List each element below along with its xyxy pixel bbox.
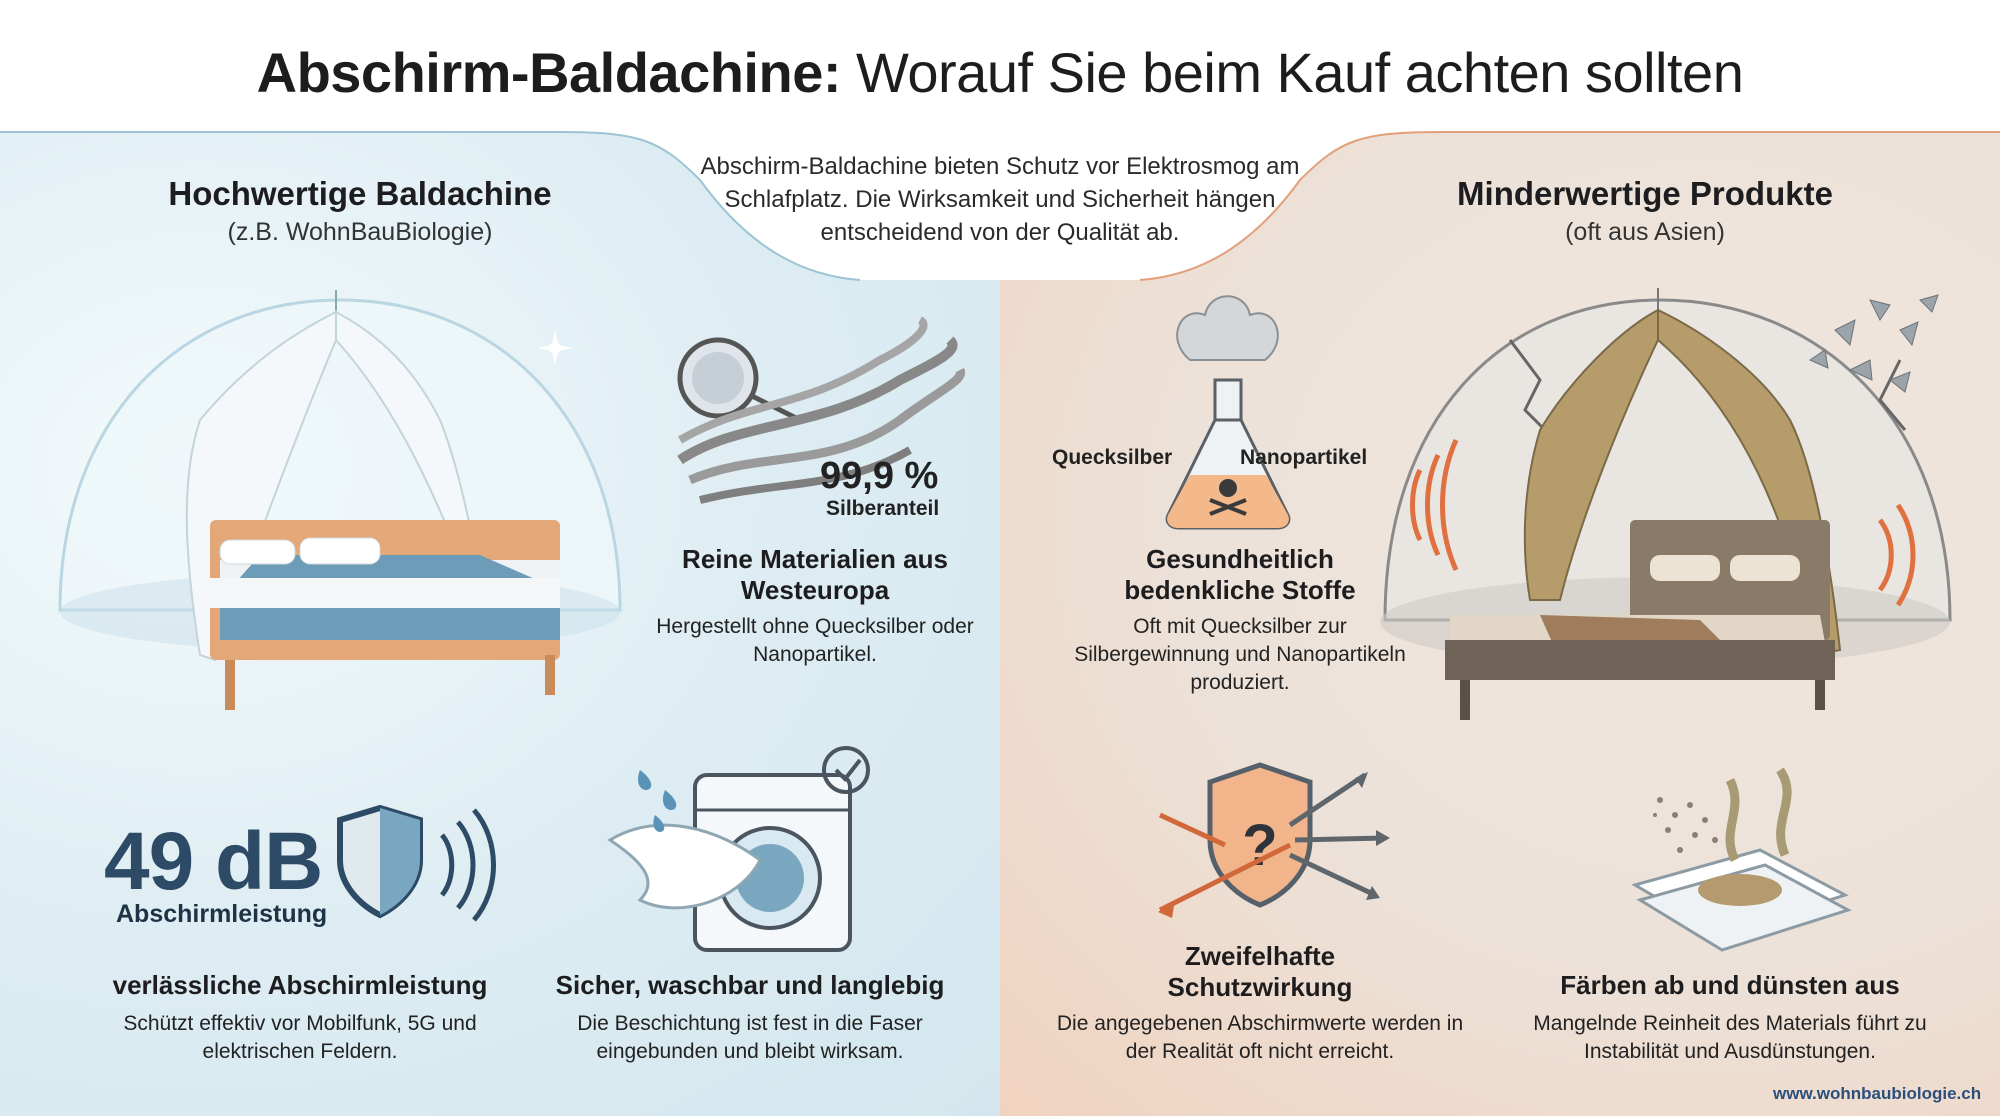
header-wave-divider <box>0 0 2000 280</box>
left-column-subtitle: (z.B. WohnBauBiologie) <box>227 218 493 246</box>
right-column-subtitle: (oft aus Asien) <box>1565 218 1725 246</box>
silver-percent-label: Silberanteil <box>826 497 940 520</box>
shielding-value: 49 dB <box>104 816 323 907</box>
washing-machine-icon <box>607 746 870 952</box>
silver-percent: 99,9 % <box>820 455 939 497</box>
materials-desc: Hergestellt ohne Quecksilber oder Nanopa… <box>656 615 974 666</box>
shielding-title: verlässliche Abschirmleistung <box>112 970 488 1000</box>
intro-text: Abschirm-Baldachine bieten Schutz vor El… <box>700 153 1300 246</box>
footer-url[interactable]: www.wohnbaubiologie.ch <box>1773 1084 1982 1103</box>
page-title: Abschirm-Baldachine: Worauf Sie beim Kau… <box>0 40 2000 105</box>
shielding-value-label: Abschirmleistung <box>116 900 328 928</box>
shielding-desc: Schützt effektiv vor Mobilfunk, 5G und e… <box>123 1012 477 1063</box>
mercury-label: Quecksilber <box>1052 446 1173 469</box>
substances-desc: Oft mit Quecksilber zur Silbergewinnung … <box>1074 615 1406 694</box>
fading-desc: Mangelnde Reinheit des Materials führt z… <box>1533 1012 1927 1063</box>
washable-title: Sicher, waschbar und langlebig <box>555 970 945 1000</box>
doubtful-title: Zweifelhafte Schutzwirkung <box>1167 941 1353 1002</box>
protective-dome-bed-icon <box>58 290 622 710</box>
doubtful-desc: Die angegebenen Abschirmwerte werden in … <box>1056 1012 1464 1063</box>
cracked-dome-bed-icon <box>1380 288 1952 720</box>
washable-desc: Die Beschichtung ist fest in die Faser e… <box>577 1012 923 1063</box>
stained-fabric-icon <box>1631 767 1852 952</box>
silver-fabric-strands-icon <box>677 316 966 504</box>
left-column-title: Hochwertige Baldachine <box>168 175 552 212</box>
shield-icon <box>337 804 496 922</box>
title-bold: Abschirm-Baldachine: <box>256 41 842 104</box>
fading-title: Färben ab und dünsten aus <box>1560 970 1900 1000</box>
materials-title: Reine Materialien aus Westeuropa <box>682 544 948 605</box>
question-shield-icon: ? <box>1158 762 1390 918</box>
right-column-title: Minderwertige Produkte <box>1457 175 1833 212</box>
nanoparticles-label: Nanopartikel <box>1240 446 1368 469</box>
title-rest: Worauf Sie beim Kauf achten sollten <box>840 41 1744 104</box>
toxic-flask-icon <box>1165 295 1291 530</box>
substances-title: Gesundheitlich bedenkliche Stoffe <box>1124 544 1356 605</box>
